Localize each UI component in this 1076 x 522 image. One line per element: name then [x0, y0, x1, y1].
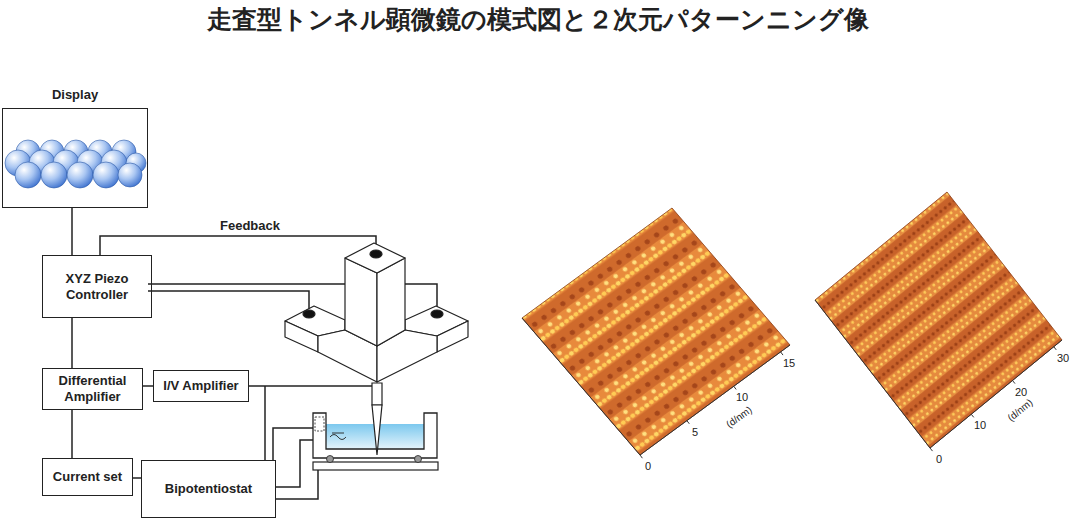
axis-tick-label: 0: [645, 460, 651, 472]
stm-image: [522, 208, 790, 455]
axis-title: (d/nm): [1005, 397, 1034, 424]
connector-line: [133, 477, 141, 479]
axis-title: (d/nm): [724, 404, 754, 430]
axis-tick-label: 20: [1015, 386, 1027, 398]
axis-tick-label: 10: [974, 419, 986, 431]
box-label: Bipotentiostat: [161, 481, 256, 497]
box-label: Current set: [49, 469, 126, 485]
axis-tick-label: 15: [783, 357, 795, 369]
signal-name: Feedback: [220, 218, 280, 233]
axis-tick-label: 0: [936, 453, 942, 465]
box-label: Differential Amplifier: [43, 373, 142, 405]
potentiostat-box: Bipotentiostat: [141, 460, 276, 518]
atom-spheres: [5, 140, 146, 188]
axis-tick-label: 10: [736, 391, 748, 403]
piezo-tripod: [285, 243, 468, 382]
electrochemical-cell: [313, 383, 438, 470]
axis: [522, 300, 1062, 458]
connector-line: [71, 318, 73, 368]
amplifier-box: I/V Amplifier: [153, 370, 249, 402]
connector-line: [143, 385, 153, 387]
amplifier-box: Differential Amplifier: [42, 368, 143, 410]
axis-tick-label: 5: [692, 426, 698, 438]
box-label: I/V Amplifier: [159, 378, 242, 394]
box-label: XYZ Piezo Controller: [43, 271, 151, 303]
connector-line: [71, 208, 73, 255]
diagram-title: 走査型トンネル顕微鏡の模式図と２次元パターンニング像: [0, 4, 1076, 36]
display-box: Display: [2, 108, 148, 208]
connector-line: [71, 410, 73, 458]
controller-box: XYZ Piezo Controller: [42, 255, 152, 318]
stm-image: [815, 192, 1062, 448]
axis-tick-label: 30: [1057, 352, 1069, 364]
setpoint-box: Current set: [42, 458, 133, 496]
box-label: Display: [3, 87, 147, 103]
